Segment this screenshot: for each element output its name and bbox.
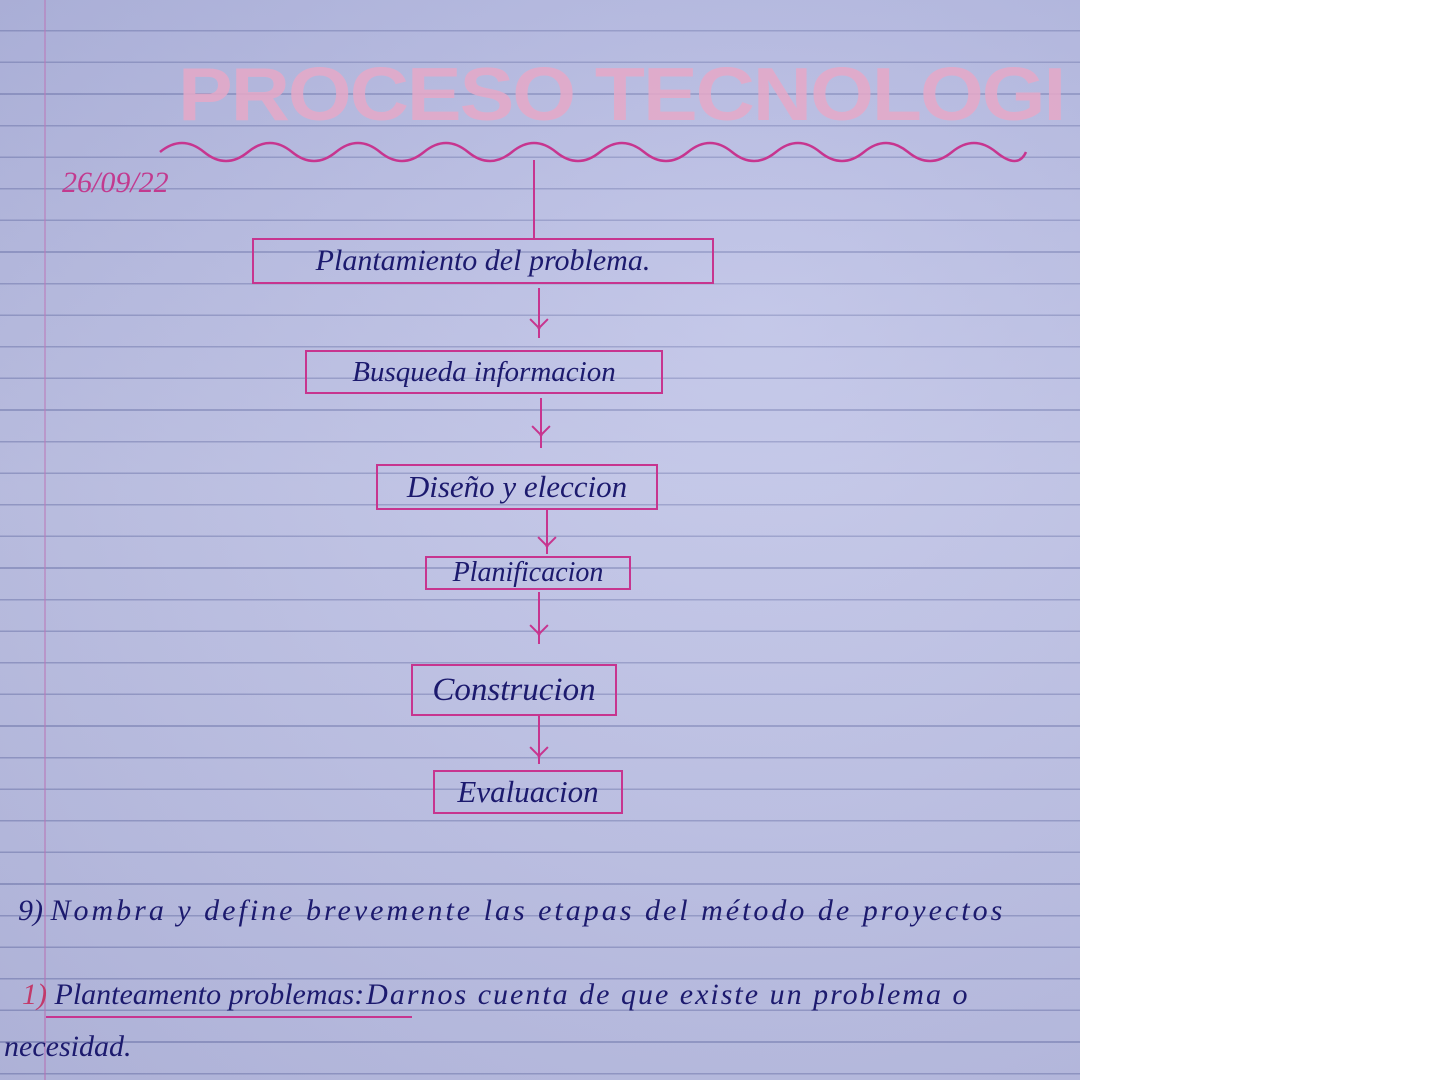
connector-5 <box>538 716 540 764</box>
answer-number: 1) <box>22 978 47 1011</box>
step-box-3: Diseño y eleccion <box>376 464 658 510</box>
step-box-6: Evaluacion <box>433 770 623 814</box>
question-line: 9) Nombra y define brevemente las etapas… <box>18 894 1005 928</box>
wavy-underline <box>159 141 1028 163</box>
connector-3 <box>546 510 548 554</box>
step-box-1: Plantamiento del problema. <box>252 238 714 284</box>
answer-continuation: necesidad. <box>4 1030 132 1063</box>
step-box-4: Planificacion <box>425 556 631 590</box>
question-text: Nombra y define brevemente las etapas de… <box>50 894 1006 927</box>
answer-term: Planteamento problemas <box>54 978 355 1011</box>
step-box-5: Construcion <box>411 664 617 716</box>
answer-line: 1) Planteamento problemas:Darnos cuenta … <box>22 978 969 1012</box>
page-title: PROCESO TECNOLOGI <box>178 52 1066 135</box>
connector-title <box>533 160 535 240</box>
step-box-2: Busqueda informacion <box>305 350 663 394</box>
question-number: 9) <box>18 894 43 927</box>
answer-definition: :Darnos cuenta de que existe un problema… <box>354 978 970 1011</box>
connector-1 <box>538 288 540 338</box>
notebook-page-photo: PROCESO TECNOLOGI 26/09/22 Plantamiento … <box>0 0 1080 1080</box>
term-underline <box>46 1016 412 1018</box>
date-label: 26/09/22 <box>62 166 169 199</box>
connector-4 <box>538 592 540 644</box>
connector-2 <box>540 398 542 448</box>
